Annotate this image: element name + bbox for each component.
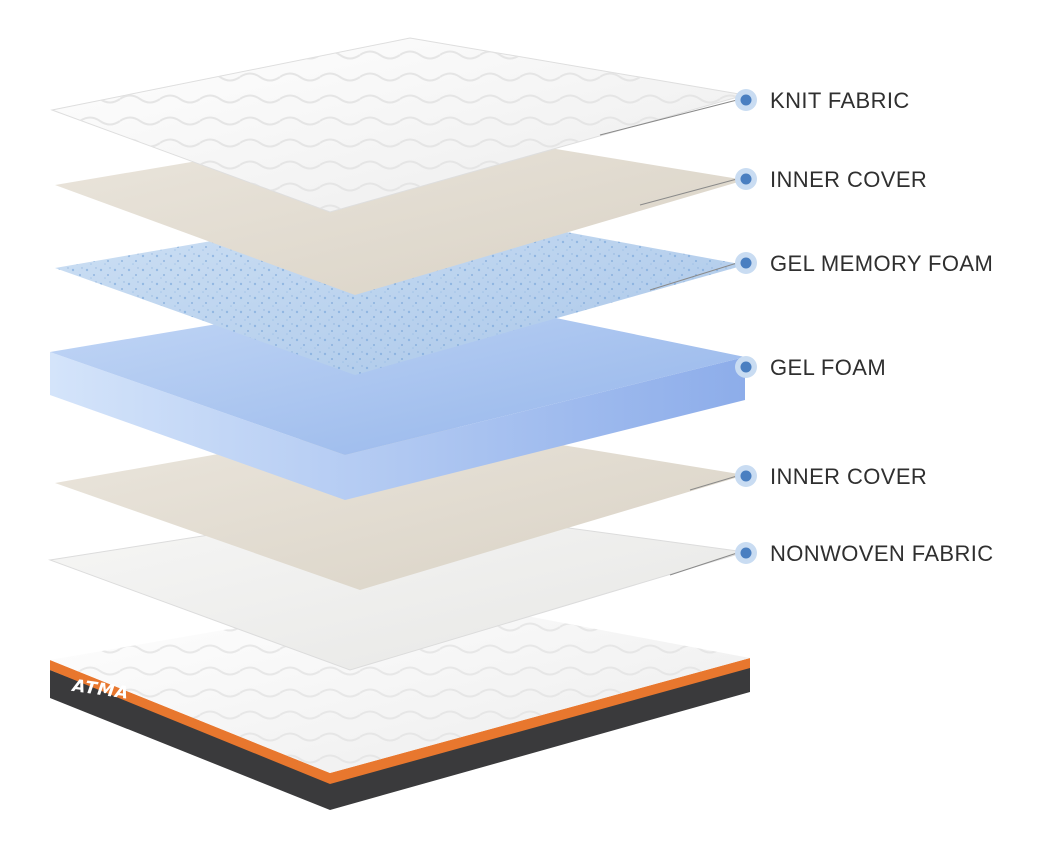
label-inner-cover-bottom: INNER COVER	[770, 464, 928, 489]
label-knit-fabric: KNIT FABRIC	[770, 88, 910, 113]
callout-markers	[599, 89, 757, 576]
label-inner-cover-top: INNER COVER	[770, 167, 928, 192]
label-nonwoven-fabric: NONWOVEN FABRIC	[770, 541, 994, 566]
label-gel-memory-foam: GEL MEMORY FOAM	[770, 251, 994, 276]
gel-foam-block	[50, 290, 745, 500]
inner-cover-bottom-sheet	[55, 420, 745, 590]
base-mattress	[50, 596, 750, 810]
label-gel-foam: GEL FOAM	[770, 355, 887, 380]
